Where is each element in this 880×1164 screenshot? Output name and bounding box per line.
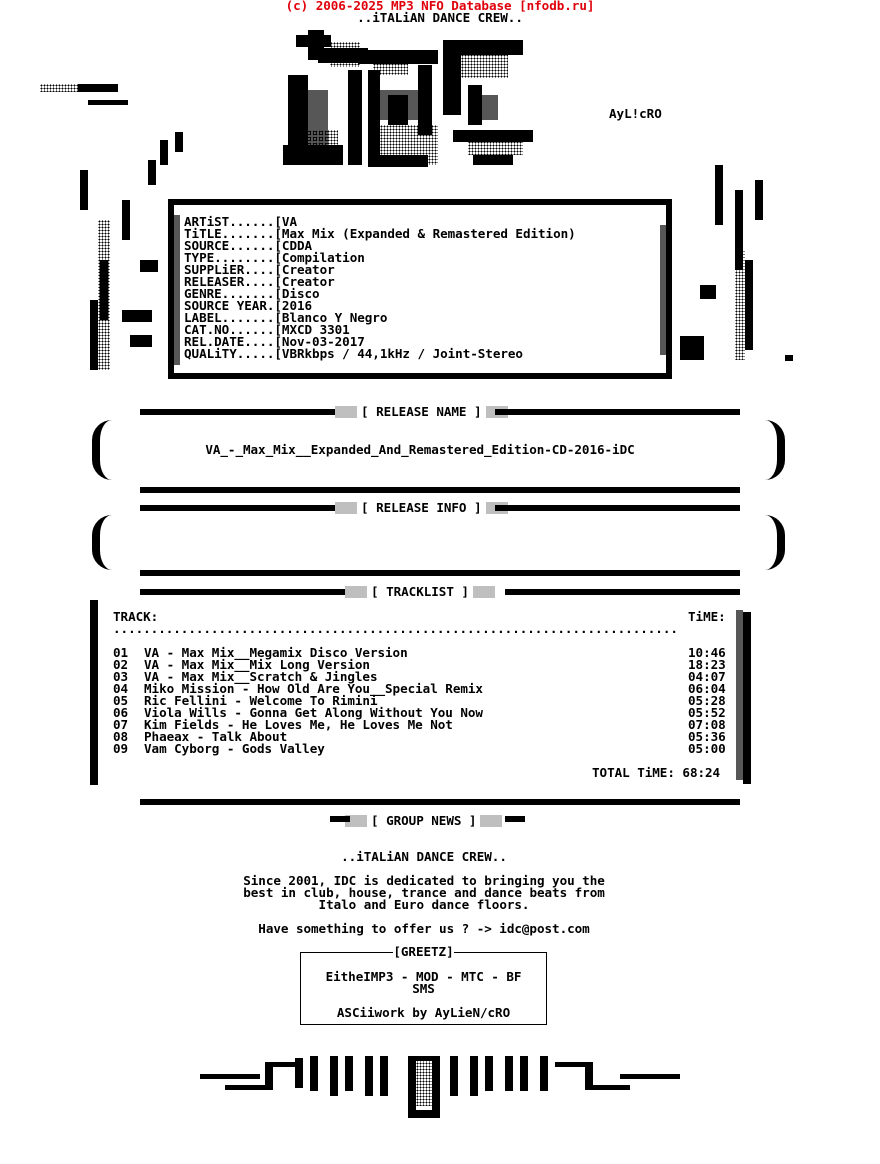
info-field-quality: QUALiTY.....[ VBRkbps / 44,1kHz / Joint-… [184,346,523,361]
tracklist-header: [ TRACKLIST ] [345,585,495,598]
tracklist-border-right [743,612,751,784]
col-track-header: TRACK: [113,609,159,624]
divider [495,505,740,511]
bracket-right [765,515,785,570]
news-tagline: ..iTALiAN DANCE CREW.. [341,849,507,864]
info-field-genre: GENRE.......[ Disco [184,286,320,301]
info-field-source-year: SOURCE YEAR.[ 2016 [184,298,313,313]
divider [505,816,525,822]
artist-signature: AyL!cRO [609,106,662,121]
divider [140,505,335,511]
greetz-line1: EitheIMP3 - MOD - MTC - BF [325,969,522,984]
greetz-line2: SMS [412,981,435,996]
info-field-cat-no: CAT.NO......[ MXCD 3301 [184,322,350,337]
info-field-rel-date: REL.DATE....[ Nov-03-2017 [184,334,365,349]
total-time: TOTAL TiME: 68:24 [592,765,721,780]
info-field-releaser: RELEASER....[ Creator [184,274,335,289]
divider [330,816,350,822]
copyright-banner: (c) 2006-2025 MP3 NFO Database [nfodb.ru… [285,0,595,13]
tracklist-border-left [90,600,98,785]
release-info-header: [ RELEASE INFO ] [335,501,508,514]
group-news-header: [ GROUP NEWS ] [345,814,503,827]
idc-logo [283,30,548,170]
info-field-label: LABEL.......[ Blanco Y Negro [184,310,388,325]
divider [505,589,740,595]
divider [140,409,335,415]
divider [140,589,345,595]
release-name-value: VA_-_Max_Mix__Expanded_And_Remastered_Ed… [205,442,635,457]
news-contact: Have something to offer us ? -> idc@post… [258,921,590,936]
bracket-left [92,515,112,570]
info-field-artist: ARTiST......[ VA [184,214,297,229]
divider [140,799,740,805]
news-body: Since 2001, IDC is dedicated to bringing… [243,873,605,912]
info-field-supplier: SUPPLiER....[ Creator [184,262,335,277]
info-field-type: TYPE........[ Compilation [184,250,365,265]
info-box: ARTiST......[ VA TiTLE.......[ Max Mix (… [168,199,672,379]
col-time-header: TiME: [688,609,726,624]
bracket-right [765,420,785,480]
release-name-header: [ RELEASE NAME ] [335,405,508,418]
greetz-credit: ASCiiwork by AyLieN/cRO [336,1005,511,1020]
info-field-title: TiTLE.......[ Max Mix (Expanded & Remast… [184,226,576,241]
tracklist-separator: ........................................… [113,623,678,635]
greetz-header: [GREETZ] [393,944,454,959]
group-tagline: ..iTALiAN DANCE CREW.. [357,10,523,25]
greetz-box: [GREETZ] EitheIMP3 - MOD - MTC - BF SMS … [300,945,547,1025]
divider [495,409,740,415]
info-field-source: SOURCE......[ CDDA [184,238,313,253]
tracklist-shade [736,610,743,780]
divider [140,487,740,493]
info-fields: ARTiST......[ VA TiTLE.......[ Max Mix (… [184,214,576,361]
bracket-left [92,420,112,480]
divider [140,570,740,576]
